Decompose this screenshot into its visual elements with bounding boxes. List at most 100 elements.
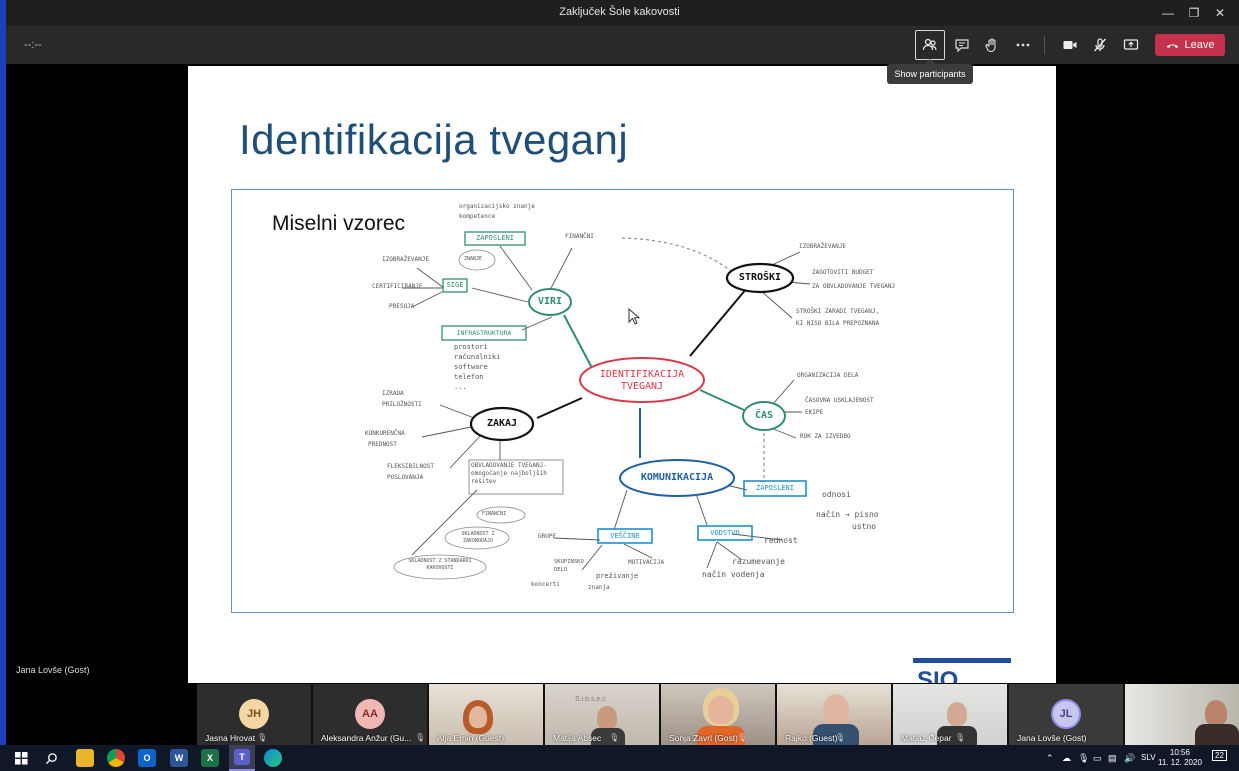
participants-icon (922, 38, 937, 51)
minimize-icon[interactable]: — (1162, 6, 1174, 20)
note-org-znanje: organizacijsko znanje (459, 203, 535, 210)
outlook-icon[interactable]: O (138, 749, 156, 767)
mic-off-icon: 🎙 (415, 733, 426, 742)
leave-button[interactable]: Leave (1155, 34, 1225, 56)
note-casovna: ČASOVNA USKLAJENOST (805, 397, 874, 404)
word-icon[interactable]: W (170, 749, 188, 767)
battery-icon[interactable]: ▭ (1093, 753, 1102, 763)
camera-icon (1063, 41, 1077, 49)
notifications-badge[interactable]: 22 (1212, 750, 1227, 761)
restore-icon[interactable]: ❐ (1188, 6, 1200, 20)
participant-video (947, 702, 967, 726)
camera-button[interactable] (1055, 30, 1085, 60)
participant-name: Matija Absec (553, 733, 602, 743)
show-participants-button[interactable] (915, 30, 945, 60)
participant-video-tile[interactable]: S.i.b.s.e.c Matija Absec 🎙 (545, 684, 659, 745)
note-motivacija: MOTIVACIJA (628, 559, 665, 566)
microphone-icon[interactable]: 🎙 (1078, 753, 1090, 763)
participant-name: Sonja Zavrl (Gost) (669, 733, 738, 743)
call-controls-bar: --:-- Leave (0, 26, 1239, 64)
separator (1044, 36, 1045, 54)
clock-time: 10:56 (1169, 748, 1190, 757)
clock-date: 11. 12. 2020 (1158, 758, 1202, 767)
mind-map-drawing: IDENTIFIKACIJA TVEGANJ (393, 231, 811, 580)
mute-button[interactable] (1085, 30, 1115, 60)
note-prezivanje: preživanje (596, 572, 639, 580)
note-dots: ... (454, 383, 467, 391)
center-node-line2: TVEGANJ (621, 381, 663, 392)
note-znanje: ZNANJE (464, 256, 483, 262)
avatar: AA (355, 699, 385, 729)
node-komunikacija: KOMUNIKACIJA (640, 472, 714, 483)
note-prostori: prostori (454, 343, 488, 351)
participant-tile[interactable]: JH Jasna Hrovat 🎙 (197, 684, 311, 745)
file-explorer-icon[interactable] (76, 749, 94, 767)
mind-map-label: Miselni vzorec (272, 212, 406, 235)
close-icon[interactable]: ✕ (1214, 6, 1226, 20)
note-organizacija-dela: ORGANIZACIJA DELA (797, 372, 859, 379)
note-poslovanja: POSLOVANJA (387, 474, 424, 481)
participant-video (597, 706, 617, 730)
presenter-name: Jana Lovše (Gost) (16, 665, 90, 675)
note-kompetence: kompetence (459, 213, 496, 220)
share-screen-button[interactable] (1116, 30, 1146, 60)
note-razumevanje: razumevanje (732, 557, 785, 566)
note-izrada: IZRADA (382, 390, 404, 397)
box-sige: SIGE (446, 281, 464, 289)
participant-video-tile[interactable]: Matjaž Čepar 🎙 (893, 684, 1007, 745)
participant-strip: JH Jasna Hrovat 🎙 AA Aleksandra Anžur (G… (197, 684, 1239, 745)
note-certificiranje: CERTIFICIRANJE (372, 283, 423, 290)
participant-video-tile[interactable]: Rajko (Guest) 🎙 (777, 684, 891, 745)
node-zakaj: ZAKAJ (486, 418, 518, 429)
participant-video-tile[interactable]: Sonja Zavrl (Gost) 🎙 (661, 684, 775, 745)
mic-off-icon: 🎙 (955, 733, 966, 742)
volume-icon[interactable]: 🔊 (1124, 753, 1136, 763)
participant-name: Rajko (Guest) (785, 733, 838, 743)
note-ustno: ustno (852, 522, 877, 531)
participant-video-tile[interactable]: Alja Ernin (Guest) 🎙 (429, 684, 543, 745)
box-vescine: VEŠČINE (610, 532, 640, 540)
teams-icon[interactable]: T (229, 745, 255, 771)
share-icon (1123, 39, 1139, 50)
phone-hangup-icon (1166, 43, 1178, 48)
box-obvladovanje: OBVLADOVANJE TVEGANJ-omogočanje najboljš… (471, 462, 547, 485)
participant-tile[interactable]: JL Jana Lovše (Gost) (1009, 684, 1123, 745)
show-participants-tooltip: Show participants (887, 59, 973, 84)
windows-taskbar: O W X T ⌃ ☁ 🎙 ▭ ▤ 🔊 SLV 10:56 11. 12. 20… (0, 745, 1239, 771)
participant-video (697, 726, 745, 745)
participant-video (823, 694, 849, 724)
note-odnosi: odnosi (822, 490, 851, 499)
raise-hand-button[interactable] (977, 30, 1007, 60)
chat-button[interactable] (947, 30, 977, 60)
sio-logo: SIO (913, 658, 1011, 683)
participant-tile[interactable]: AA Aleksandra Anžur (Gu... 🎙 (313, 684, 427, 745)
node-cas: ČAS (754, 410, 774, 421)
chrome-icon[interactable] (107, 749, 125, 767)
windows-start-icon[interactable] (12, 749, 30, 767)
more-actions-button[interactable] (1008, 30, 1038, 60)
mic-off-icon: 🎙 (505, 733, 516, 742)
network-icon[interactable]: ▤ (1108, 753, 1117, 763)
participant-video (813, 724, 859, 745)
note-rednost: rednost (764, 536, 798, 545)
note-fleksibilnost: FLEKSIBILNOST (387, 463, 434, 470)
participant-video (937, 726, 977, 745)
participant-name: Jasna Hrovat (205, 733, 256, 743)
onedrive-icon[interactable]: ☁ (1062, 753, 1071, 763)
note-znanja: znanja (588, 584, 610, 591)
participant-video-tile[interactable] (1125, 684, 1239, 745)
participant-video (591, 728, 625, 745)
edge-icon[interactable] (264, 749, 282, 767)
mic-off-icon: 🎙 (737, 733, 748, 742)
tray-chevron-icon[interactable]: ⌃ (1046, 753, 1054, 763)
leave-label: Leave (1184, 39, 1215, 51)
input-language[interactable]: SLV (1141, 753, 1156, 762)
search-icon[interactable] (42, 749, 60, 767)
excel-icon[interactable]: X (201, 749, 219, 767)
note-ekipe: EKIPE (805, 409, 824, 416)
note-software: software (454, 363, 488, 371)
background-text: S.i.b.s.e.c (575, 696, 606, 703)
system-clock[interactable]: 10:56 11. 12. 2020 (1158, 748, 1202, 768)
window-titlebar: Zaključek Šole kakovosti — ❐ ✕ (0, 0, 1239, 26)
node-stroski: STROŠKI (738, 272, 782, 283)
